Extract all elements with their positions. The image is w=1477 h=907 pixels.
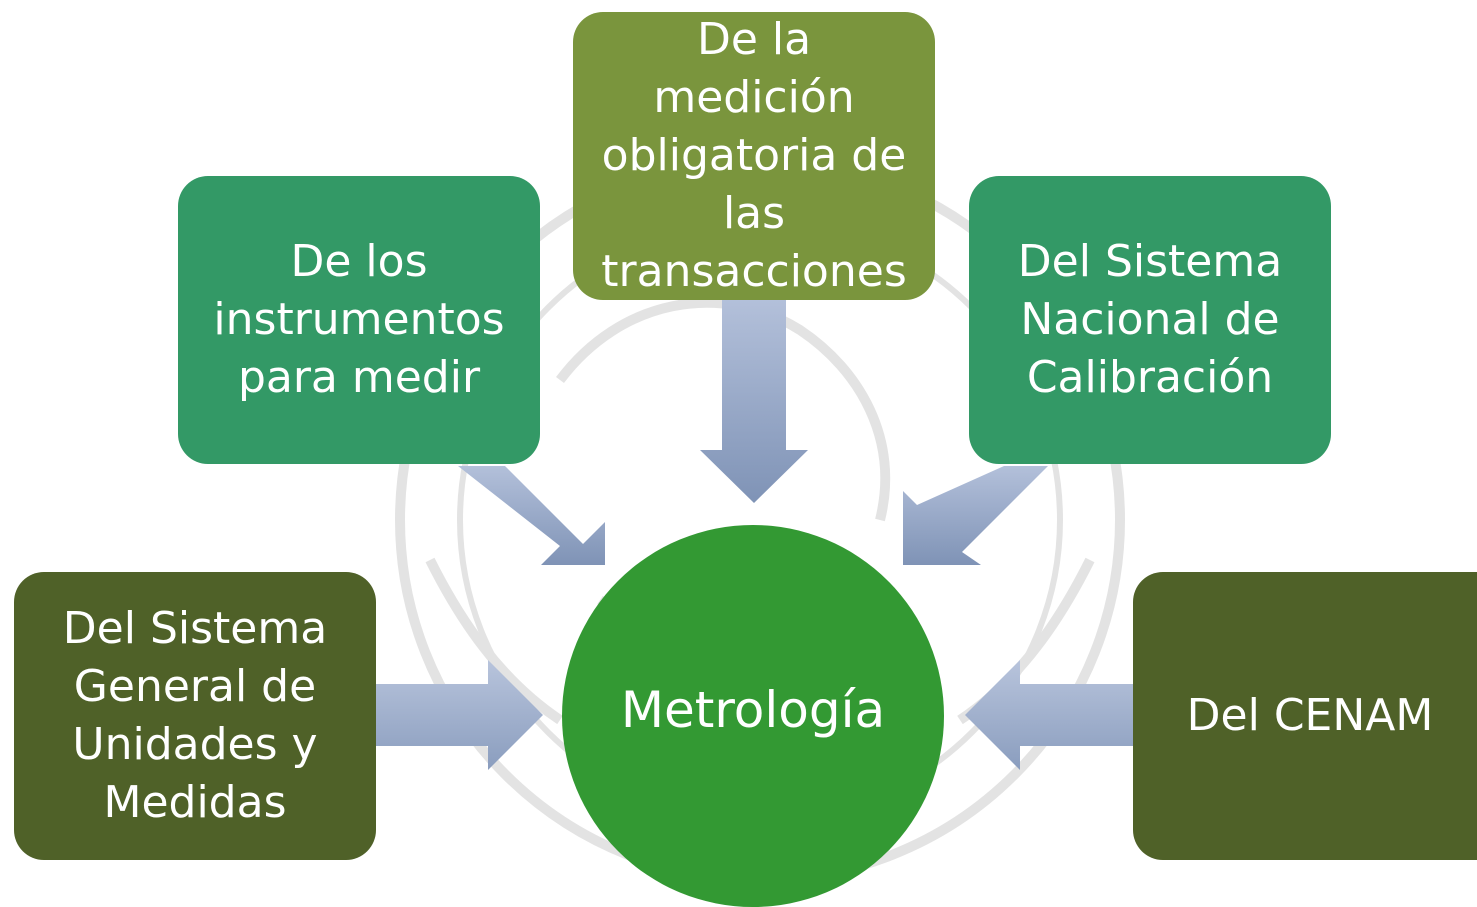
node-upper-left: De los instrumentos para medir <box>178 176 540 464</box>
center-label: Metrología <box>620 681 886 739</box>
node-lower-left-label: Del Sistema General de Unidades y Medida… <box>62 603 328 828</box>
node-top-label: De la medición obligatoria de las transa… <box>601 14 907 297</box>
node-top: De la medición obligatoria de las transa… <box>573 12 935 300</box>
node-upper-right: Del Sistema Nacional de Calibración <box>969 176 1331 464</box>
arrow-upper-right <box>903 466 1048 565</box>
center-node: Metrología <box>562 525 944 907</box>
arrow-lower-left <box>375 660 543 770</box>
node-upper-right-label: Del Sistema Nacional de Calibración <box>1017 236 1283 403</box>
arrow-top <box>700 300 808 503</box>
node-lower-left: Del Sistema General de Unidades y Medida… <box>14 572 376 860</box>
arrow-upper-left <box>458 466 605 565</box>
node-upper-left-label: De los instrumentos para medir <box>213 236 505 403</box>
node-lower-right: Del CENAM <box>1133 572 1477 860</box>
arrow-lower-right <box>965 660 1133 770</box>
node-lower-right-label: Del CENAM <box>1186 690 1434 741</box>
